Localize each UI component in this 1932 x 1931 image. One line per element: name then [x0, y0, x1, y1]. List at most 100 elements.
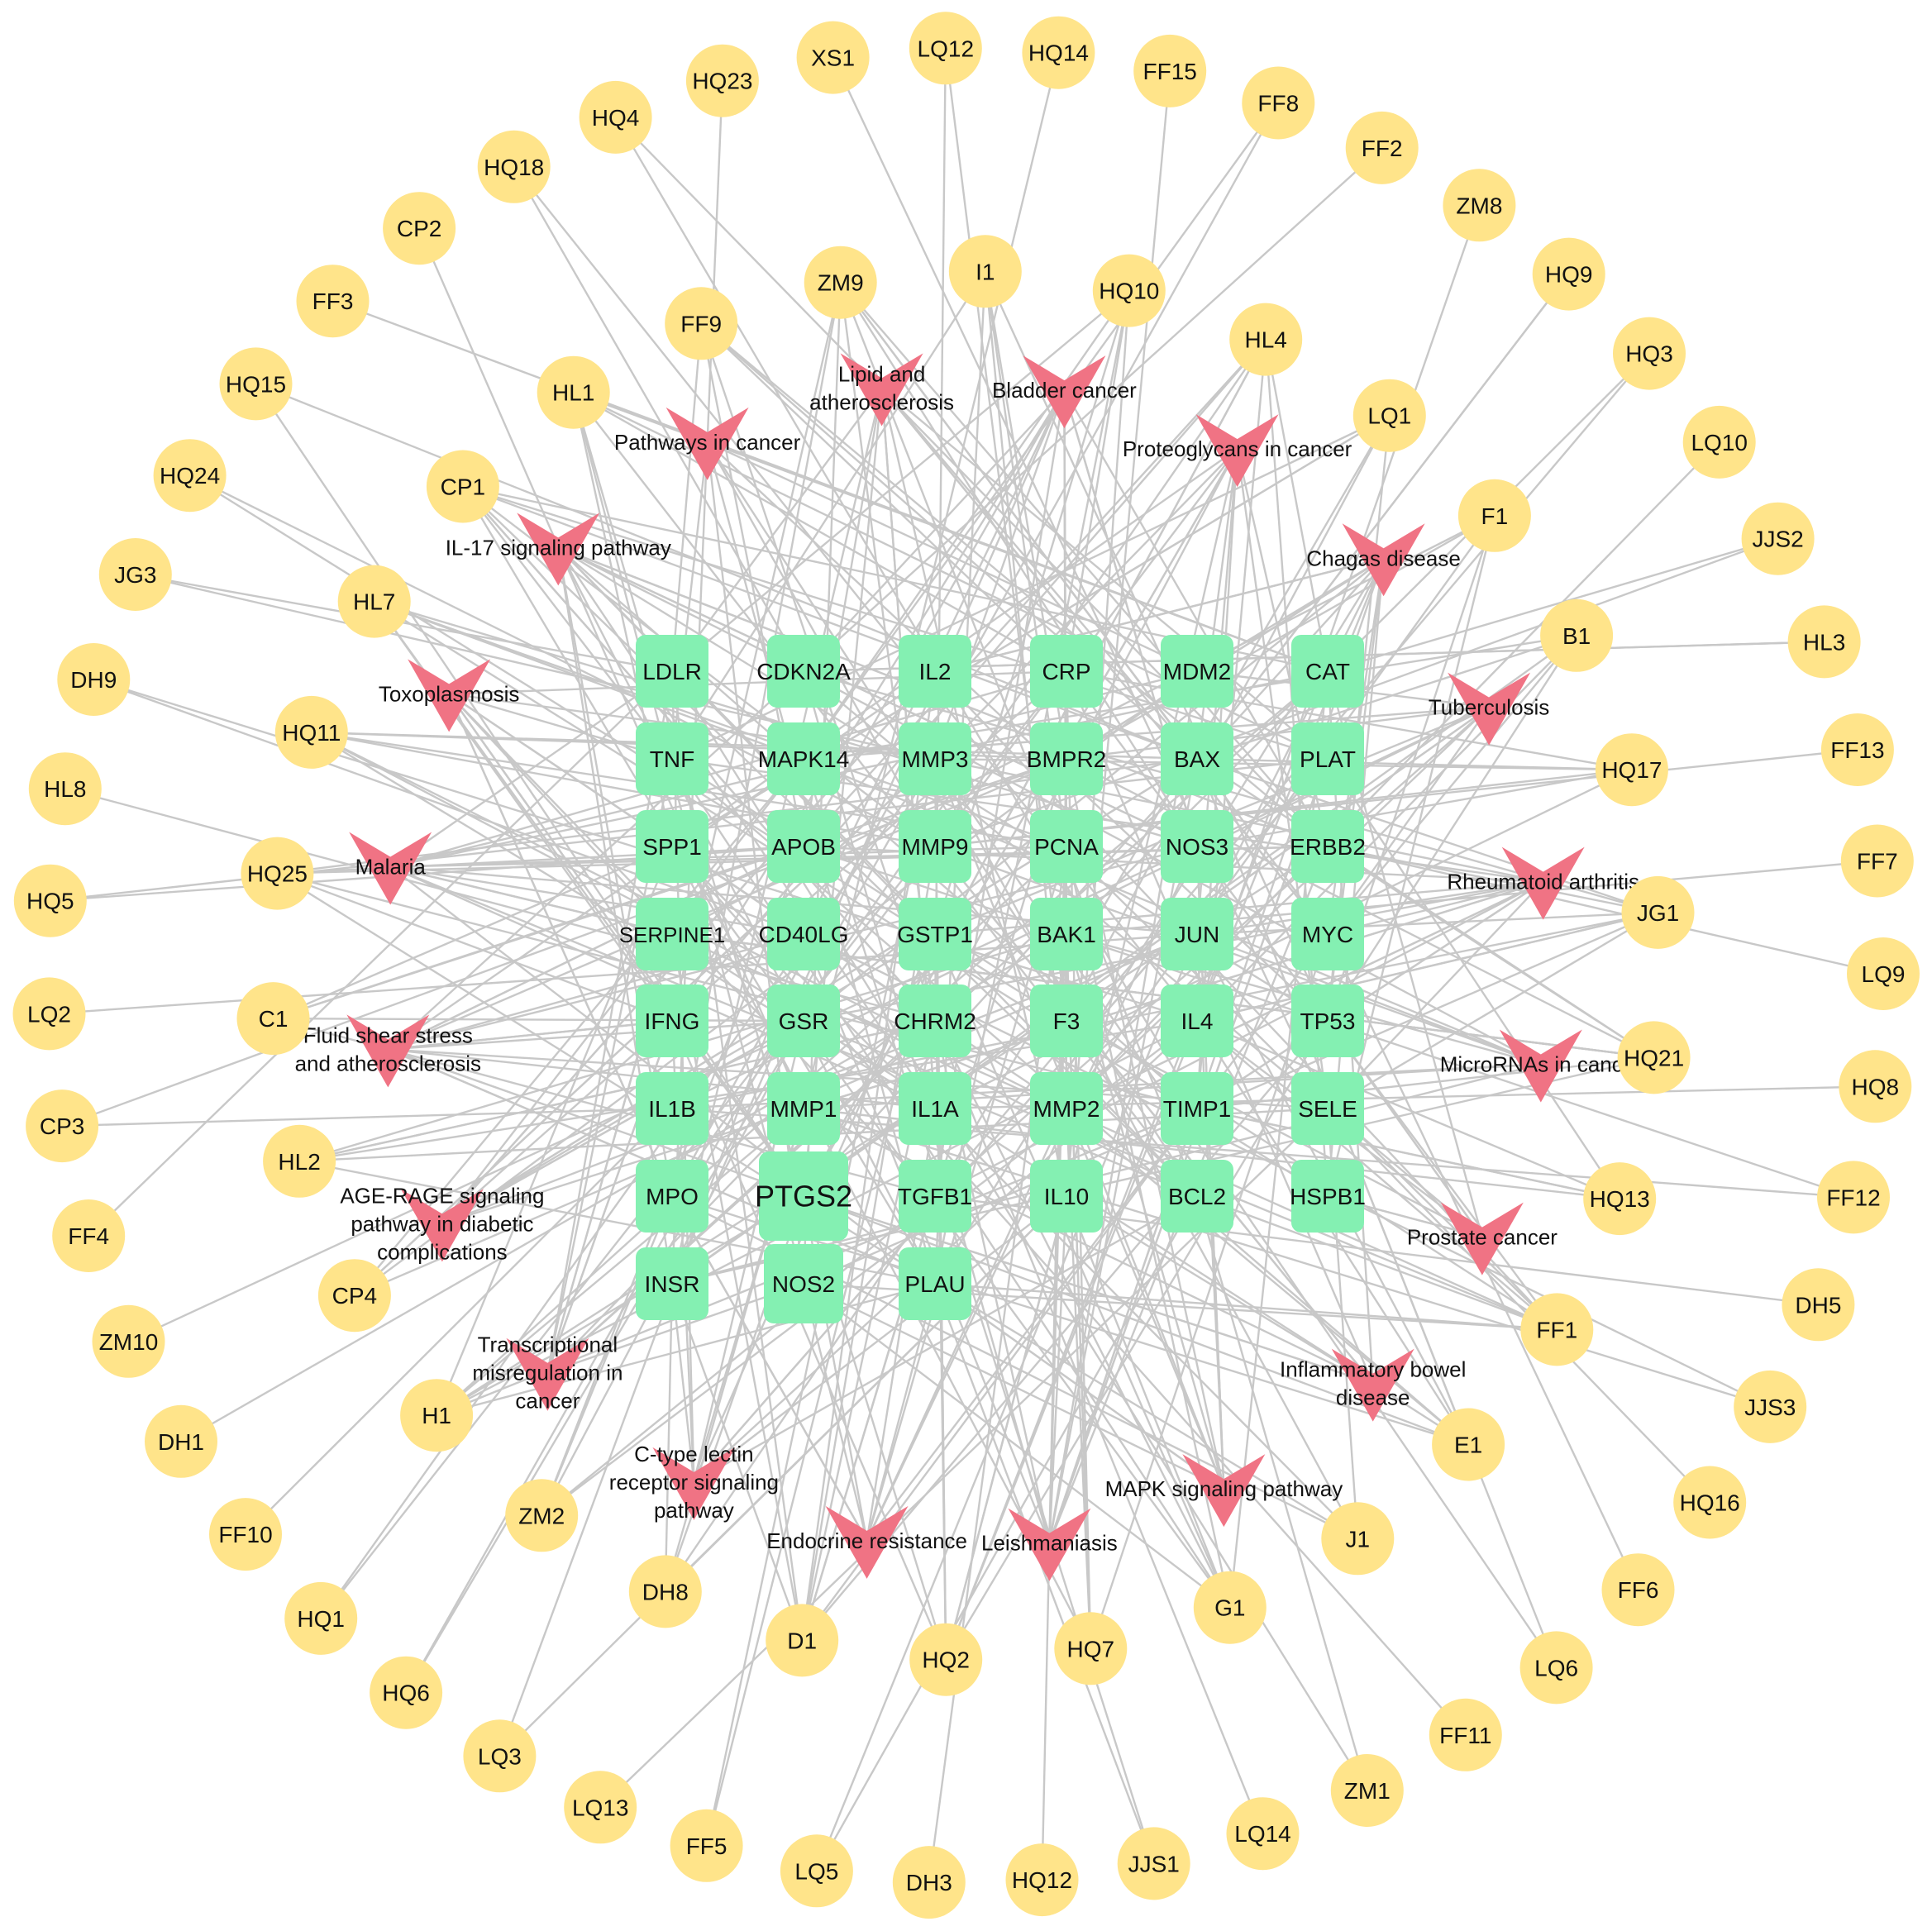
edge — [700, 322, 1198, 760]
compound-label: H1 — [422, 1403, 451, 1428]
gene-node-mpo: MPO — [636, 1160, 708, 1233]
gene-node-chrm2: CHRM2 — [894, 985, 976, 1057]
pathway-leishmaniasis: Leishmaniasis — [981, 1508, 1118, 1581]
edge — [803, 289, 1130, 760]
edge — [448, 693, 674, 1197]
edge — [572, 391, 1198, 1197]
compound-label: FF15 — [1143, 59, 1197, 84]
edge — [802, 933, 1051, 1544]
pathway-marker — [506, 1337, 589, 1411]
compound-node-hq25: HQ25 — [241, 837, 314, 910]
compound-label: HQ5 — [26, 889, 74, 914]
compound-label: HQ18 — [484, 155, 544, 180]
compound-label: HQ23 — [692, 69, 752, 94]
gene-label: BMPR2 — [1027, 746, 1106, 772]
compound-label: HL7 — [353, 589, 395, 615]
compound-label: HQ3 — [1625, 341, 1673, 367]
gene-node-myc: MYC — [1291, 898, 1364, 970]
pathway-micrornas-in-cancer: MicroRNAs in cancer — [1440, 1029, 1642, 1103]
pathway-marker — [1448, 672, 1531, 746]
edge — [1065, 290, 1130, 672]
compound-node-ff15: FF15 — [1133, 34, 1207, 107]
edge — [1196, 880, 1544, 1110]
compound-node-jjs2: JJS2 — [1741, 502, 1815, 575]
pathway-marker — [346, 1014, 430, 1088]
compound-label: HQ4 — [592, 105, 640, 131]
compound-node-hq13: HQ13 — [1583, 1162, 1657, 1236]
compound-label: HL3 — [1803, 629, 1845, 655]
pathway-marker — [1331, 1348, 1414, 1422]
edge — [1066, 706, 1490, 1109]
gene-label: IFNG — [645, 1008, 700, 1034]
compound-label: FF2 — [1362, 136, 1403, 161]
compound-node-hq2: HQ2 — [909, 1623, 983, 1696]
compound-node-jjs3: JJS3 — [1734, 1370, 1807, 1443]
edge — [1066, 670, 1633, 771]
gene-node-cd40lg: CD40LG — [759, 898, 848, 970]
compound-node-c1: C1 — [236, 982, 310, 1056]
edge — [1066, 706, 1490, 760]
compound-label: C1 — [259, 1006, 289, 1032]
compound-node-lq13: LQ13 — [564, 1771, 637, 1844]
compound-node-ff2: FF2 — [1345, 111, 1419, 184]
compound-node-hq5: HQ5 — [13, 864, 87, 937]
compound-node-lq12: LQ12 — [909, 12, 982, 85]
edge — [1048, 758, 1199, 1543]
edge — [1327, 635, 1578, 935]
gene-label: IL10 — [1044, 1184, 1090, 1209]
edge — [390, 865, 804, 936]
gene-node-timp1: TIMP1 — [1161, 1072, 1233, 1145]
compound-label: JJS3 — [1744, 1395, 1796, 1420]
pathway-marker — [825, 1505, 909, 1579]
edge — [441, 1019, 804, 1225]
edge — [255, 383, 804, 1197]
gene-label: JUN — [1175, 922, 1219, 947]
compound-label: XS1 — [811, 45, 855, 71]
edge — [1196, 1194, 1558, 1331]
pathway-label: Bladder cancer — [992, 378, 1137, 403]
gene-label: CRP — [1042, 659, 1090, 684]
edge — [557, 546, 1198, 848]
gene-label: INSR — [645, 1271, 700, 1297]
pathway-marker — [1440, 1202, 1524, 1275]
pathway-bladder-cancer: Bladder cancer — [992, 355, 1137, 429]
edge — [707, 441, 1198, 673]
compound-label: LQ9 — [1862, 961, 1906, 987]
gene-node-bax: BAX — [1161, 722, 1233, 795]
compound-node-d1: D1 — [766, 1604, 839, 1677]
gene-label: TNF — [650, 746, 694, 772]
compound-node-hl1: HL1 — [537, 355, 610, 429]
compound-label: LQ14 — [1234, 1821, 1291, 1847]
compound-node-hq6: HQ6 — [370, 1656, 443, 1729]
compound-label: HQ15 — [226, 371, 286, 397]
edge — [387, 845, 804, 1051]
edge — [461, 485, 673, 760]
compound-node-hq12: HQ12 — [1005, 1843, 1079, 1917]
edge — [388, 1019, 804, 1051]
pathway-marker — [1195, 414, 1279, 488]
compound-label: FF1 — [1536, 1317, 1577, 1342]
pathway-tuberculosis: Tuberculosis — [1429, 672, 1549, 746]
compound-label: HQ16 — [1680, 1490, 1740, 1516]
gene-node-mmp3: MMP3 — [899, 722, 971, 795]
edge — [880, 387, 1198, 760]
compound-label: HQ1 — [297, 1606, 345, 1632]
compound-label: JG1 — [1637, 900, 1679, 926]
edge — [135, 573, 673, 673]
gene-node-il1b: IL1B — [636, 1072, 708, 1145]
pathway-prostate-cancer: Prostate cancer — [1407, 1202, 1558, 1275]
edge — [273, 1017, 804, 1023]
edge — [374, 600, 1067, 848]
compound-node-dh3: DH3 — [892, 1846, 966, 1919]
compound-label: ZM2 — [518, 1503, 565, 1528]
edge — [387, 932, 804, 1051]
compound-node-hq4: HQ4 — [579, 80, 652, 154]
gene-label: MMP9 — [902, 834, 969, 860]
compound-node-b1: B1 — [1540, 598, 1614, 672]
compound-node-hl3: HL3 — [1787, 605, 1861, 679]
pathway-marker — [652, 1447, 736, 1520]
edge — [934, 845, 1542, 1066]
gene-node-plau: PLAU — [899, 1247, 971, 1320]
